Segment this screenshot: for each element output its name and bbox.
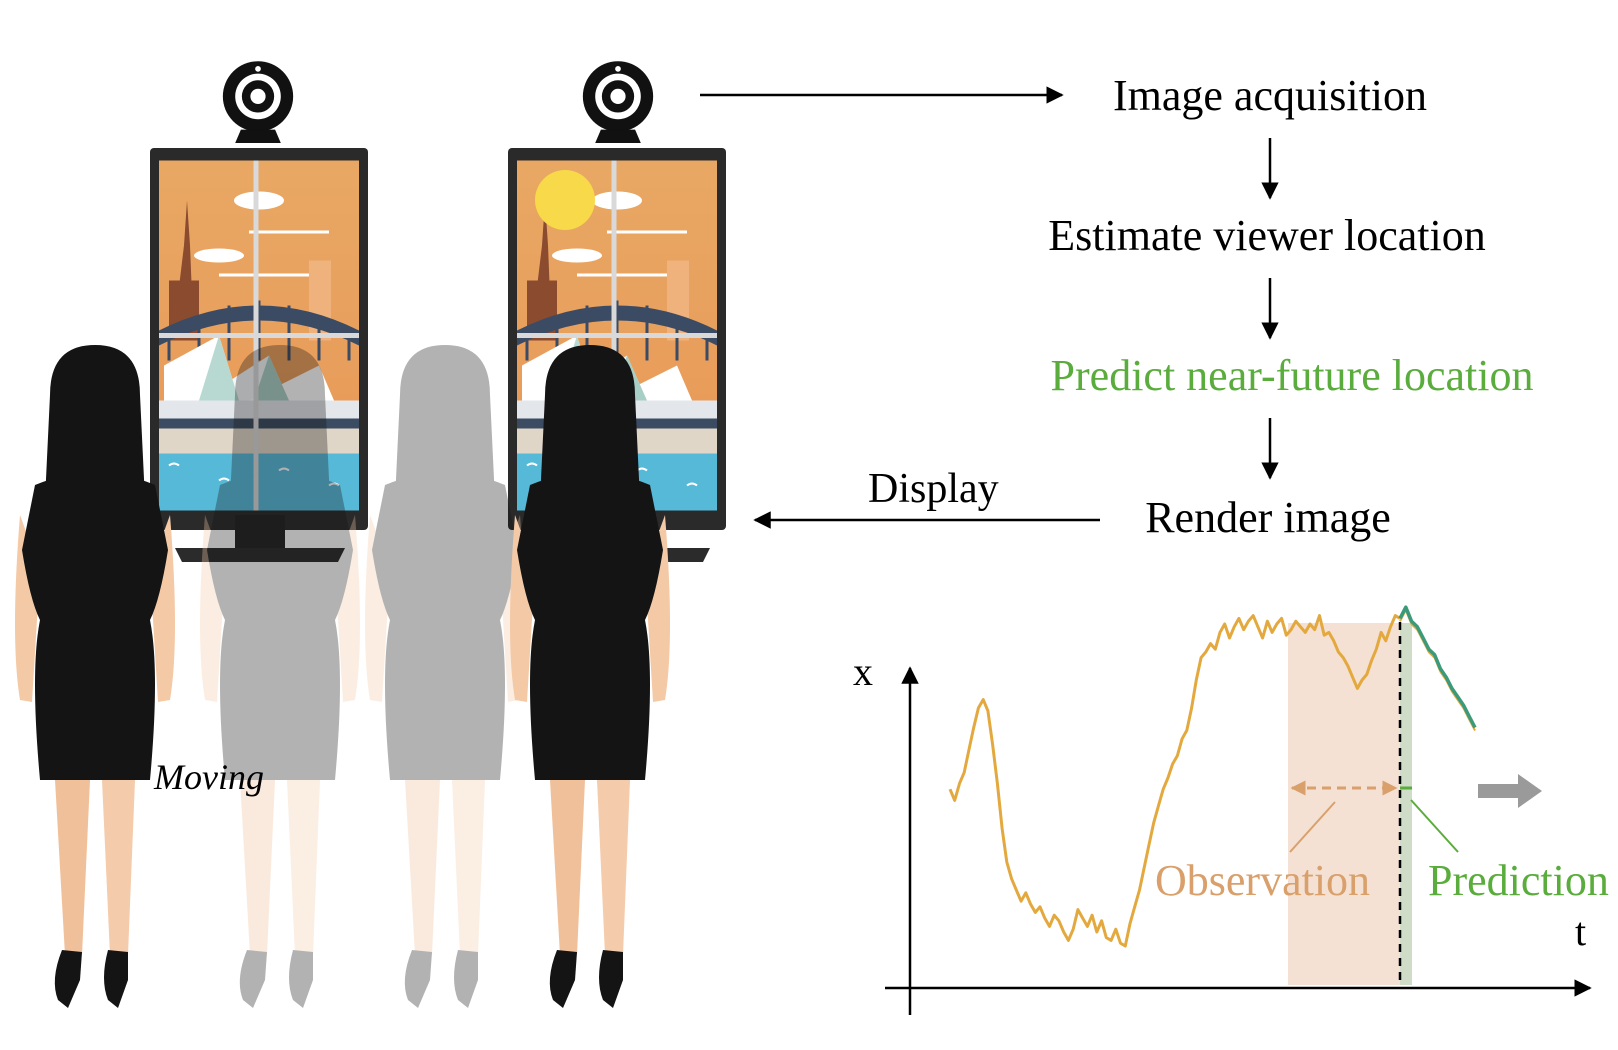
predicted-trajectory-line — [1398, 605, 1477, 729]
viewer-figure-ghost — [365, 345, 525, 1008]
observation-leader — [1289, 801, 1336, 853]
step-render-image: Render image — [1145, 493, 1391, 542]
observed-trajectory-line — [948, 614, 1401, 948]
observation-window — [1288, 623, 1400, 985]
moving-label: Moving — [154, 757, 264, 797]
trajectory-chart — [885, 605, 1592, 1015]
step-predict-near-future-location: Predict near-future location — [1050, 351, 1534, 400]
webcam-icon — [222, 61, 294, 143]
y-axis-label: x — [853, 649, 873, 694]
webcam-icon — [582, 61, 654, 143]
prediction-label: Prediction — [1428, 856, 1609, 905]
prediction-window — [1400, 623, 1412, 985]
step-image-acquisition: Image acquisition — [1112, 71, 1428, 120]
step-estimate-viewer-location: Estimate viewer location — [1048, 211, 1486, 260]
observation-label: Observation — [1155, 856, 1371, 905]
time-forward-arrow — [1478, 774, 1542, 808]
display-label: Display — [868, 466, 999, 512]
x-axis-label: t — [1575, 909, 1587, 954]
prediction-leader — [1410, 799, 1459, 853]
